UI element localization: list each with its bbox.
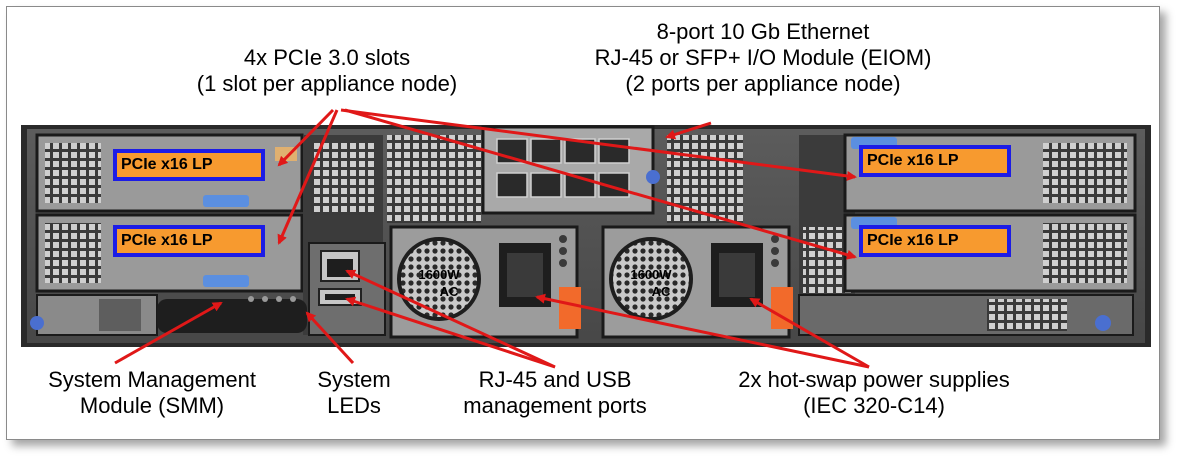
led-icon [248,296,254,302]
psu-ac-label: AC [652,284,671,299]
callout-line: RJ-45 or SFP+ I/O Module (EIOM) [594,45,932,70]
power-supply-2: 1600W AC [601,225,793,339]
arrow-leds [305,311,355,365]
led-icon [290,296,296,302]
callout-line: management ports [463,393,647,418]
thumbscrew-icon [30,316,44,330]
arrow-rj45 [345,269,556,369]
pcie-slot-label: PCIe x16 LP [859,145,1011,177]
power-supply-1: 1600W AC [389,225,581,339]
smm-area [30,294,307,336]
pcie-slot-label: PCIe x16 LP [113,225,265,257]
callout-line: RJ-45 and USB [478,367,632,392]
arrow-pcie-1 [277,108,335,167]
led-icon [262,296,268,302]
fan-icon [609,237,693,321]
callout-ports: RJ-45 and USB management ports [435,367,675,419]
pcie-slot-label: PCIe x16 LP [113,149,265,181]
pcie-slot-label: PCIe x16 LP [859,225,1011,257]
management-ports [308,242,386,336]
callout-psu: 2x hot-swap power supplies (IEC 320-C14) [699,367,1049,419]
callout-line: (IEC 320-C14) [803,393,945,418]
arrow-psu-1 [535,293,870,369]
thumbscrew-icon [1095,315,1111,331]
psu-rating-label: 1600W [630,267,672,282]
callout-line: 4x PCIe 3.0 slots [243,45,411,70]
eiom-module [387,125,743,223]
fan-icon [397,237,481,321]
arrow-pcie-2 [277,109,339,245]
arrow-pcie-3 [340,108,857,181]
arrow-eiom [665,121,712,140]
callout-eiom: 8-port 10 Gb Ethernet RJ-45 or SFP+ I/O … [563,19,963,97]
arrow-psu-2 [749,297,870,369]
callout-arrows [114,108,870,369]
callout-line: 2x hot-swap power supplies [738,367,1010,392]
arrow-smm [114,301,223,365]
left-latch-icon [203,275,249,287]
callout-line: (1 slot per appliance node) [196,71,458,96]
ethernet-ports [496,138,630,198]
callout-line: Module (SMM) [79,393,225,418]
callout-smm: System Management Module (SMM) [17,367,287,419]
callout-line: System [317,367,391,392]
callout-pcie-slots: 4x PCIe 3.0 slots (1 slot per appliance … [167,45,487,97]
thumbscrew-icon [646,170,660,184]
diagram-frame: 1600W AC 1600W AC [6,6,1160,440]
led-icon [276,296,282,302]
arrow-pcie-4 [344,108,857,260]
callout-line: 8-port 10 Gb Ethernet [656,19,870,44]
callout-leds: System LEDs [299,367,409,419]
callout-line: LEDs [327,393,381,418]
arrow-usb [345,296,556,369]
psu-ac-label: AC [440,284,459,299]
callout-line: (2 ports per appliance node) [625,71,901,96]
psu-rating-label: 1600W [418,267,460,282]
left-latch-icon [203,195,249,207]
callout-line: System Management [48,367,256,392]
